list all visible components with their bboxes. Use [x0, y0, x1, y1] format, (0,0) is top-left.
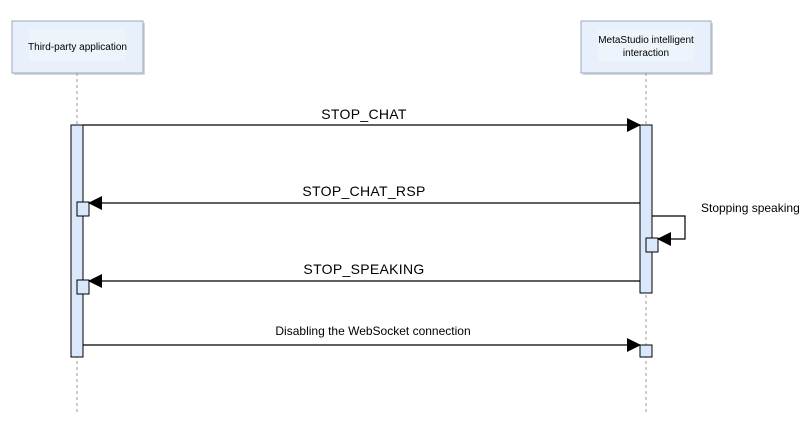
arrow-stopping-speaking: [652, 215, 686, 246]
participant-third-party: Third-party application: [12, 21, 143, 73]
message-label-stopping-speaking: Stopping speaking: [701, 201, 800, 215]
message-label-stop-chat-rsp: STOP_CHAT_RSP: [302, 183, 426, 199]
activation-bar-third-party: [70, 124, 84, 358]
activation-stop-speaking-receive: [76, 279, 90, 295]
participant-inner-highlight: [598, 29, 694, 61]
message-label-disable-ws: Disabling the WebSocket connection: [275, 324, 471, 338]
activation-stop-chat-rsp-receive: [76, 201, 90, 217]
message-label-stop-chat: STOP_CHAT: [321, 106, 407, 122]
activation-bar-metastudio: [639, 124, 653, 294]
participant-metastudio-label: MetaStudio intelligent interaction: [598, 35, 694, 59]
message-label-stop-speaking: STOP_SPEAKING: [303, 261, 425, 277]
activation-stopping-speaking: [645, 237, 659, 253]
activation-disable-ws-receive: [639, 344, 653, 358]
participant-third-party-label: Third-party application: [28, 41, 127, 53]
participant-inner-highlight: [29, 29, 126, 61]
participant-metastudio: MetaStudio intelligent interaction: [581, 21, 711, 73]
